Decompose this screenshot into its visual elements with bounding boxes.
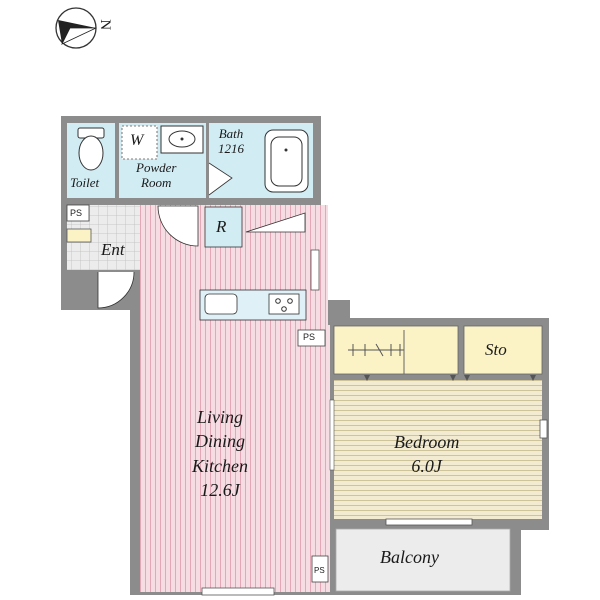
storage-label: Sto — [485, 340, 507, 359]
ldk-label-line3: Kitchen — [192, 455, 248, 476]
ldk-label: Living Dining Kitchen 12.6J — [192, 405, 248, 502]
bedroom-label: Bedroom 6.0J — [394, 430, 459, 479]
toilet-label: Toilet — [70, 175, 100, 190]
bedroom-side-window — [539, 419, 548, 439]
entrance-label: Ent — [101, 240, 125, 259]
shoe-cabinet — [66, 228, 92, 243]
ps-label-kitchen: PS — [303, 332, 316, 342]
bedroom — [329, 325, 548, 526]
fridge-label: R — [216, 217, 227, 236]
compass-north-label: N — [97, 19, 114, 31]
bath-door — [208, 162, 233, 196]
ps-box-ldk — [311, 555, 329, 583]
bedroom-window — [385, 518, 473, 526]
bedroom-door — [329, 399, 335, 471]
powder-label-line2: Room — [141, 174, 172, 190]
ps-box-kitchen — [297, 329, 326, 347]
entrance-door-swing — [97, 271, 135, 309]
bedroom-label-line2: 6.0J — [411, 456, 442, 477]
powder-room-label: Powder Room — [136, 160, 177, 191]
washer-space — [121, 125, 158, 160]
powder-label-line1: Powder — [136, 160, 177, 175]
entrance — [66, 204, 140, 309]
toilet-bowl — [78, 135, 104, 171]
ldk-label-line4: 12.6J — [200, 479, 240, 500]
storage — [463, 325, 543, 375]
hall-door-swing — [245, 212, 306, 233]
balcony — [335, 528, 511, 592]
ps-box-entrance — [66, 204, 90, 222]
ldk — [140, 205, 330, 596]
ldk-label-line1: Living — [196, 407, 243, 427]
bath-label-line2: 1216 — [218, 140, 244, 156]
ps-label-ldk: PS — [314, 566, 325, 575]
compass — [55, 7, 97, 49]
fridge-space — [204, 206, 243, 248]
ldk-window — [201, 587, 275, 596]
kitchen-window — [310, 249, 320, 291]
bedroom-label-line1: Bedroom — [394, 432, 460, 452]
bath-label-line1: Bath — [218, 126, 244, 141]
washer-label: W — [130, 132, 144, 149]
balcony-label: Balcony — [380, 547, 439, 567]
wet-areas — [67, 123, 313, 198]
kitchen-sink — [204, 293, 238, 315]
ldk-door-swing — [157, 205, 199, 247]
bath-label: Bath 1216 — [218, 126, 244, 157]
ps-label-entrance: PS — [70, 208, 83, 218]
ldk-label-line2: Dining — [194, 431, 245, 452]
